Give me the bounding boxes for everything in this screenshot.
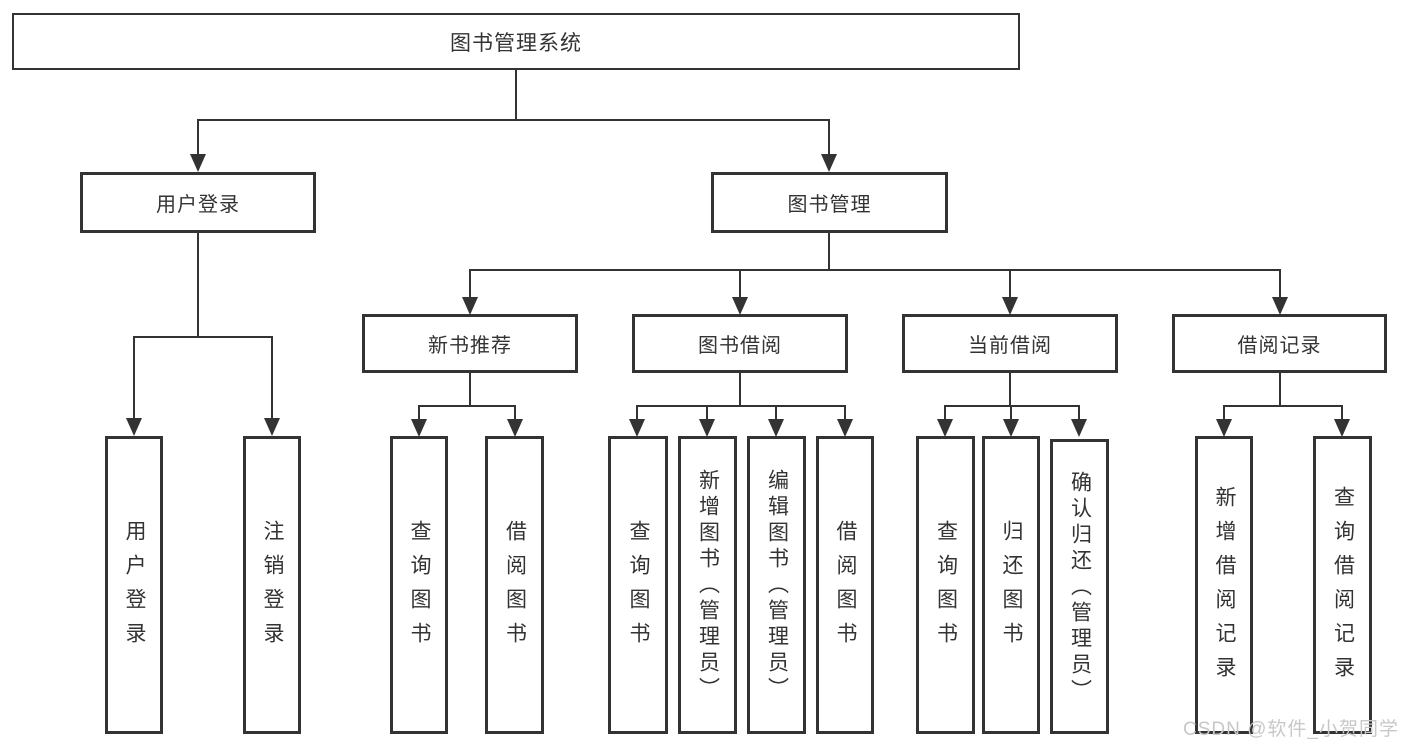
node-user-login: 用户登录: [80, 172, 316, 233]
connector-line: [469, 269, 1281, 271]
connector-line: [1223, 407, 1225, 420]
connector-line: [469, 271, 471, 299]
connector-line: [469, 373, 471, 406]
connector-line: [1279, 271, 1281, 299]
connector-line: [775, 407, 777, 420]
node-book-management: 图书管理: [711, 172, 948, 233]
arrowhead-down: [937, 419, 953, 437]
node-root: 图书管理系统: [12, 13, 1020, 70]
connector-line: [514, 407, 516, 420]
connector-line: [828, 121, 830, 156]
connector-line: [706, 407, 708, 420]
connector-line: [418, 405, 516, 407]
arrowhead-down: [732, 297, 748, 315]
connector-line: [133, 336, 273, 338]
arrowhead-down: [1216, 419, 1232, 437]
connector-line: [271, 338, 273, 419]
connector-line: [197, 233, 199, 337]
connector-line: [197, 121, 199, 156]
leaf-query-books-recommend: 查询图书: [390, 436, 448, 734]
connector-line: [1341, 407, 1343, 420]
connector-line: [1010, 407, 1012, 420]
leaf-edit-books-admin: 编辑图书（管理员）: [747, 436, 806, 734]
connector-line: [636, 405, 846, 407]
connector-line: [1078, 407, 1080, 420]
connector-line: [1279, 373, 1281, 406]
leaf-add-borrow-record: 新增借阅记录: [1195, 436, 1253, 734]
arrowhead-down: [1272, 297, 1288, 315]
arrowhead-down: [126, 418, 142, 436]
arrowhead-down: [837, 419, 853, 437]
arrowhead-down: [699, 419, 715, 437]
connector-line: [636, 407, 638, 420]
arrowhead-down: [1071, 419, 1087, 437]
arrowhead-down: [1002, 297, 1018, 315]
leaf-user-login: 用户登录: [105, 436, 163, 734]
arrowhead-down: [264, 418, 280, 436]
leaf-add-books-admin: 新增图书（管理员）: [678, 436, 737, 734]
connector-line: [418, 407, 420, 420]
leaf-query-books-current: 查询图书: [916, 436, 975, 734]
connector-line: [944, 407, 946, 420]
connector-line: [1009, 373, 1011, 406]
arrowhead-down: [462, 297, 478, 315]
node-new-book-recommendation: 新书推荐: [362, 314, 578, 373]
connector-line: [828, 233, 830, 270]
csdn-watermark: CSDN @软件_小贺同学: [1183, 719, 1399, 740]
leaf-query-borrow-record: 查询借阅记录: [1313, 436, 1372, 734]
connector-line: [133, 338, 135, 419]
arrowhead-down: [411, 419, 427, 437]
arrowhead-down: [821, 154, 837, 172]
connector-line: [515, 70, 517, 120]
connector-line: [739, 271, 741, 299]
node-book-borrowing: 图书借阅: [632, 314, 848, 373]
connector-line: [1223, 405, 1343, 407]
arrowhead-down: [507, 419, 523, 437]
node-borrowing-records: 借阅记录: [1172, 314, 1387, 373]
arrowhead-down: [1003, 419, 1019, 437]
arrowhead-down: [190, 154, 206, 172]
connector-line: [197, 119, 830, 121]
arrowhead-down: [1334, 419, 1350, 437]
arrowhead-down: [629, 419, 645, 437]
node-current-borrowing: 当前借阅: [902, 314, 1118, 373]
connector-line: [844, 407, 846, 420]
leaf-confirm-return-admin: 确认归还（管理员）: [1050, 439, 1109, 734]
leaf-logout: 注销登录: [243, 436, 301, 734]
leaf-borrow-books: 借阅图书: [816, 436, 874, 734]
leaf-borrow-books-recommend: 借阅图书: [485, 436, 544, 734]
connector-line: [1009, 271, 1011, 299]
arrowhead-down: [768, 419, 784, 437]
connector-line: [739, 373, 741, 406]
leaf-return-books: 归还图书: [982, 436, 1040, 734]
connector-line: [944, 405, 1080, 407]
leaf-query-books-borrowing: 查询图书: [608, 436, 668, 734]
